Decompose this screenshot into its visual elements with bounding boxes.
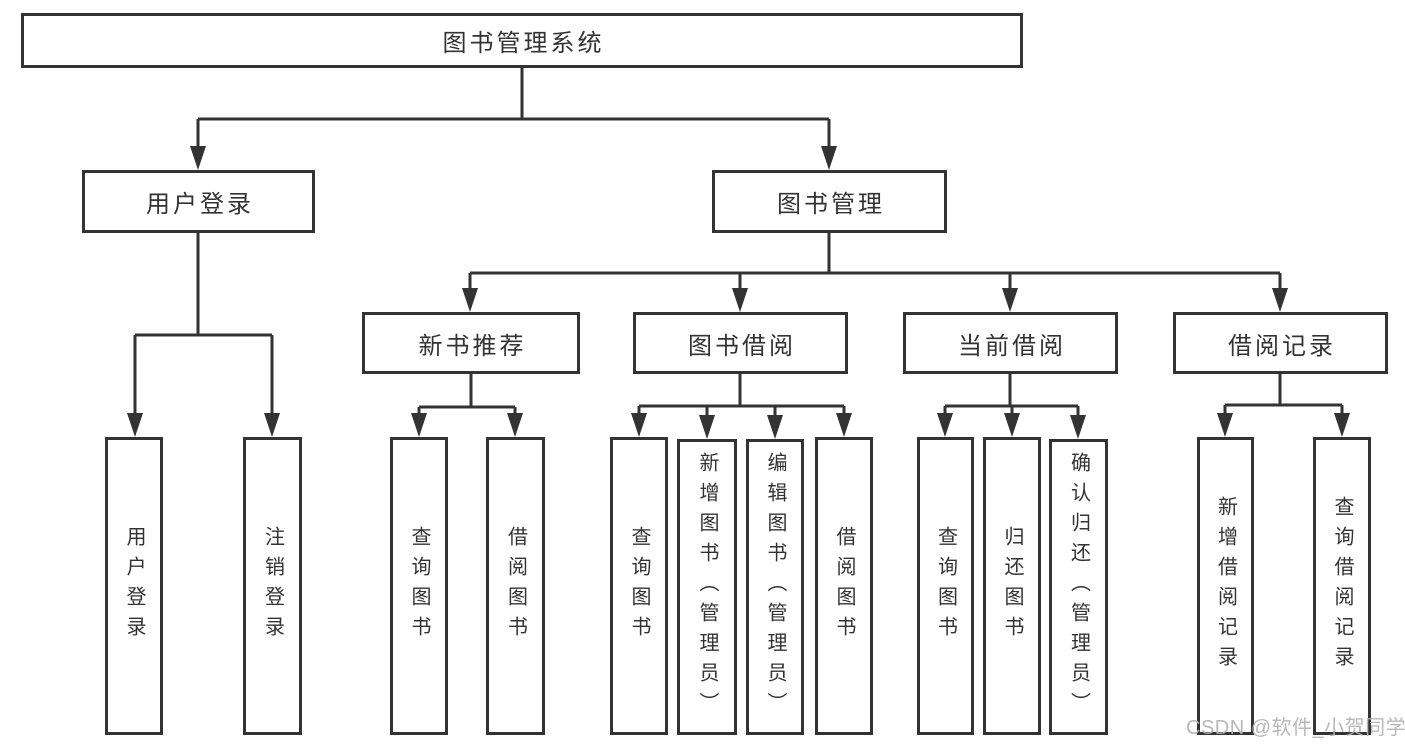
- leaf-confirm-return-admin: 确认归还（管理员）: [1049, 439, 1108, 735]
- node-user-login-label: 用户登录: [146, 191, 254, 218]
- leaf-user-login-label: 用户登录: [123, 526, 145, 646]
- leaf-recommend-borrow-books-label: 借阅图书: [504, 526, 527, 646]
- leaf-current-query-books: 查询图书: [917, 437, 974, 735]
- node-book-management: 图书管理: [712, 170, 947, 233]
- leaf-confirm-return-admin-label: 确认归还（管理员）: [1067, 452, 1090, 722]
- leaf-recommend-query-books-label: 查询图书: [408, 526, 430, 646]
- leaf-recommend-borrow-books: 借阅图书: [486, 437, 545, 735]
- node-book-borrow: 图书借阅: [633, 312, 848, 374]
- node-current-borrow-label: 当前借阅: [958, 332, 1066, 360]
- leaf-user-login: 用户登录: [105, 437, 163, 735]
- leaf-return-books: 归还图书: [983, 437, 1041, 735]
- leaf-edit-books-admin: 编辑图书（管理员）: [746, 439, 804, 735]
- leaf-borrow-query-books: 查询图书: [610, 437, 668, 735]
- node-user-login: 用户登录: [82, 170, 315, 233]
- node-root-system: 图书管理系统: [21, 13, 1023, 68]
- node-new-book-recommend-label: 新书推荐: [418, 332, 527, 360]
- leaf-borrow-borrow-books: 借阅图书: [815, 437, 873, 735]
- leaf-logout: 注销登录: [243, 437, 302, 735]
- leaf-add-borrow-record-label: 新增借阅记录: [1214, 496, 1237, 676]
- node-borrow-records-label: 借阅记录: [1228, 332, 1336, 360]
- leaf-add-books-admin: 新增图书（管理员）: [677, 439, 737, 735]
- leaf-recommend-query-books: 查询图书: [390, 437, 448, 735]
- leaf-logout-label: 注销登录: [261, 526, 284, 646]
- leaf-borrow-borrow-books-label: 借阅图书: [833, 526, 855, 646]
- node-book-management-label: 图书管理: [777, 191, 885, 218]
- leaf-current-query-books-label: 查询图书: [934, 526, 957, 646]
- leaf-add-books-admin-label: 新增图书（管理员）: [696, 452, 718, 722]
- leaf-add-borrow-record: 新增借阅记录: [1197, 437, 1254, 735]
- leaf-return-books-label: 归还图书: [1001, 526, 1023, 646]
- node-root-label: 图书管理系统: [442, 30, 605, 57]
- node-new-book-recommend: 新书推荐: [362, 312, 580, 374]
- node-current-borrow: 当前借阅: [903, 312, 1118, 374]
- node-borrow-records: 借阅记录: [1173, 312, 1388, 374]
- watermark: CSDN @软件_小贺同学: [1186, 717, 1405, 739]
- leaf-borrow-query-books-label: 查询图书: [628, 526, 650, 646]
- leaf-query-borrow-record: 查询借阅记录: [1313, 437, 1371, 735]
- node-book-borrow-label: 图书借阅: [688, 332, 796, 360]
- arrowheads: [127, 146, 1350, 439]
- leaf-query-borrow-record-label: 查询借阅记录: [1331, 496, 1353, 676]
- leaf-edit-books-admin-label: 编辑图书（管理员）: [764, 452, 786, 722]
